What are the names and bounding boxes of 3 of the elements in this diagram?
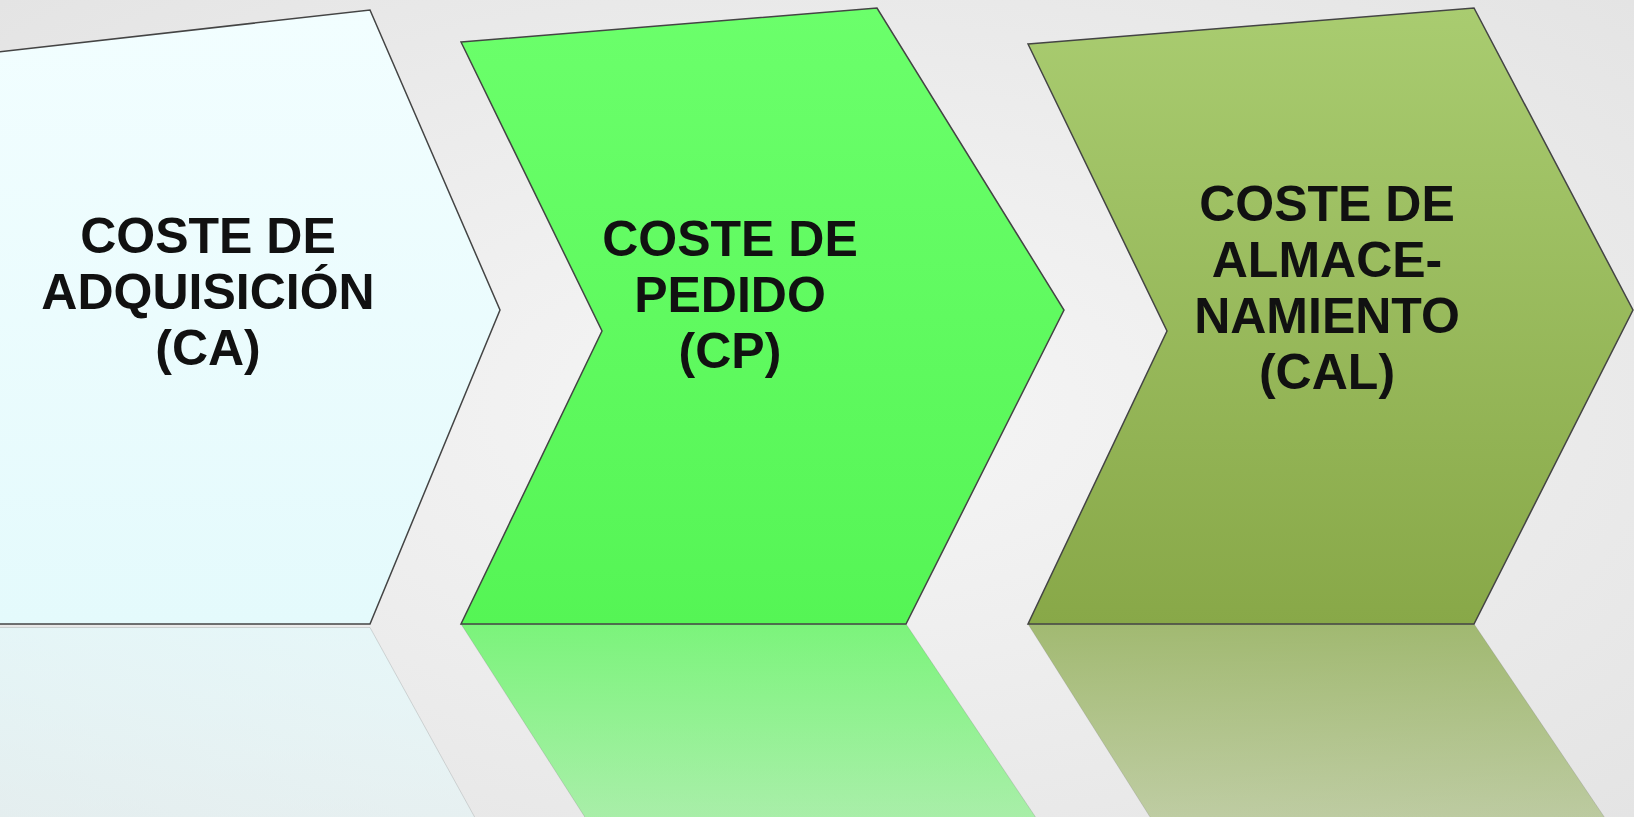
chevron-label: COSTE DE ADQUISICIÓN (CA) [40, 208, 376, 376]
chevron-label: COSTE DE PEDIDO (CP) [601, 211, 859, 379]
chevron-label: COSTE DE ALMACE- NAMIENTO (CAL) [1193, 176, 1461, 400]
